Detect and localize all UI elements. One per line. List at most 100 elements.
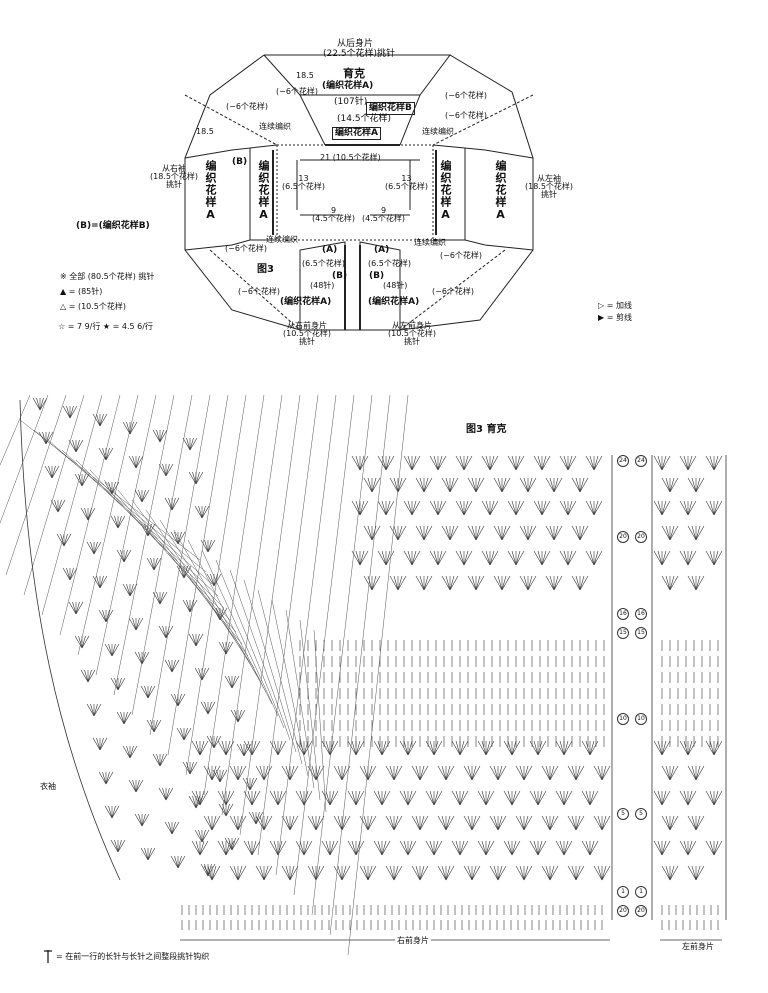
right-sleeve-pickup: 从右袖 (18.5个花样) 挑针 [150, 164, 199, 189]
fan-stitch [415, 477, 433, 493]
fan-stitch [493, 575, 511, 591]
fan-stitch [359, 815, 377, 831]
row-marker-20b-a: 20 [617, 905, 629, 917]
fan-stitch [86, 703, 102, 717]
sleeve-label: 衣袖 [40, 782, 56, 791]
fan-stitch [203, 815, 221, 831]
pattern-b-top: 编织花样B [366, 102, 415, 115]
fan-stitch [74, 473, 90, 487]
fan-stitch [437, 815, 455, 831]
fan-stitch [236, 743, 252, 757]
fan-stitch [164, 821, 180, 835]
fan-stitch [687, 575, 705, 591]
fan-stitch [541, 815, 559, 831]
lattice-line [347, 394, 409, 956]
fan-stitch [92, 413, 108, 427]
fan-stitch [571, 477, 589, 493]
fan-stitch [705, 455, 723, 471]
fan-stitch [653, 500, 671, 516]
dc-row [299, 688, 719, 699]
fan-stitch [559, 500, 577, 516]
pattern-a-top: (编织花样A) [322, 81, 374, 91]
fan-stitch [687, 765, 705, 781]
fan-stitch [104, 805, 120, 819]
row-marker-10-a: 10 [617, 713, 629, 725]
fan-stitch [122, 745, 138, 759]
lattice-line [41, 394, 103, 616]
chart-title: 图3 育克 [466, 424, 507, 435]
fan-stitch [581, 740, 599, 756]
fan-stitch [451, 790, 469, 806]
fan-stitch [399, 790, 417, 806]
fan-stitch [403, 500, 421, 516]
lattice-line [117, 489, 243, 645]
fan-stitch [158, 625, 174, 639]
fan-stitch [451, 740, 469, 756]
patterns-6-5-right: (6.5个花样) [368, 259, 411, 268]
row-marker-24-a: 24 [617, 455, 629, 467]
lattice-line [59, 394, 121, 636]
fan-stitch [38, 431, 54, 445]
fan-stitch [146, 557, 162, 571]
fan-stitch [152, 753, 168, 767]
fan-stitch [32, 397, 48, 411]
fan-stitch [152, 591, 168, 605]
fan-stitch [493, 525, 511, 541]
row-marker-5-b: 5 [635, 808, 647, 820]
fan-stitch [363, 575, 381, 591]
fan-stitch [425, 790, 443, 806]
legend-stars: ☆ = 7 9/行 ★ = 4.5 6/行 [58, 322, 153, 331]
fan-stitch [194, 505, 210, 519]
fan-stitch [110, 515, 126, 529]
fan-stitch [351, 550, 369, 566]
fan-stitch [333, 865, 351, 881]
fan-stitch [170, 693, 186, 707]
fan-stitch [128, 779, 144, 793]
fan-stitch [481, 550, 499, 566]
fan-stitch [307, 815, 325, 831]
fan-stitch [653, 455, 671, 471]
pattern-a-right-outer: 编织花样A [494, 160, 507, 222]
cont-knit-top-right: 连续编织 [422, 127, 454, 136]
cont-knit-right-low: 连续编织 [414, 238, 446, 247]
fan-stitch [146, 719, 162, 733]
lattice-line [61, 449, 219, 597]
lattice-line [243, 579, 297, 753]
fan-stitch [269, 840, 287, 856]
fan-stitch [451, 840, 469, 856]
legend-open-triangle: △ = (10.5个花样) [60, 302, 126, 311]
pattern-a-right-front: (编织花样A) [280, 297, 332, 307]
fan-stitch [585, 455, 603, 471]
lattice-line [159, 519, 261, 681]
fan-stitch [503, 840, 521, 856]
fan-stitch [507, 500, 525, 516]
pattern-a-left-front: (编织花样A) [368, 297, 420, 307]
fan-stitch [230, 709, 246, 723]
fan-stitch [545, 575, 563, 591]
fan-stitch [333, 815, 351, 831]
fan-stitch [307, 765, 325, 781]
fan-stitch [164, 497, 180, 511]
stitches-107: (107针) [334, 97, 368, 107]
fan-stitch [140, 685, 156, 699]
legend-total: ※ 全部 (80.5个花样) 挑针 [60, 272, 155, 281]
fig3-label: 图3 [257, 264, 274, 275]
fan-stitch [351, 455, 369, 471]
lattice-line [185, 394, 247, 776]
fan-stitch [188, 795, 204, 809]
fan-stitch [581, 840, 599, 856]
fan-stitch [255, 815, 273, 831]
fan-stitch [321, 740, 339, 756]
fan-stitch [200, 863, 216, 877]
fan-stitch [206, 735, 222, 749]
fan-stitch [463, 815, 481, 831]
dec-6-mid-left: (−6个花样) [276, 87, 319, 96]
fan-stitch [585, 550, 603, 566]
fan-stitch [182, 437, 198, 451]
fan-stitch [140, 847, 156, 861]
lattice-line [239, 394, 301, 836]
fan-stitch [571, 575, 589, 591]
fan-stitch [377, 550, 395, 566]
fan-stitch [164, 659, 180, 673]
fan-stitch [68, 601, 84, 615]
